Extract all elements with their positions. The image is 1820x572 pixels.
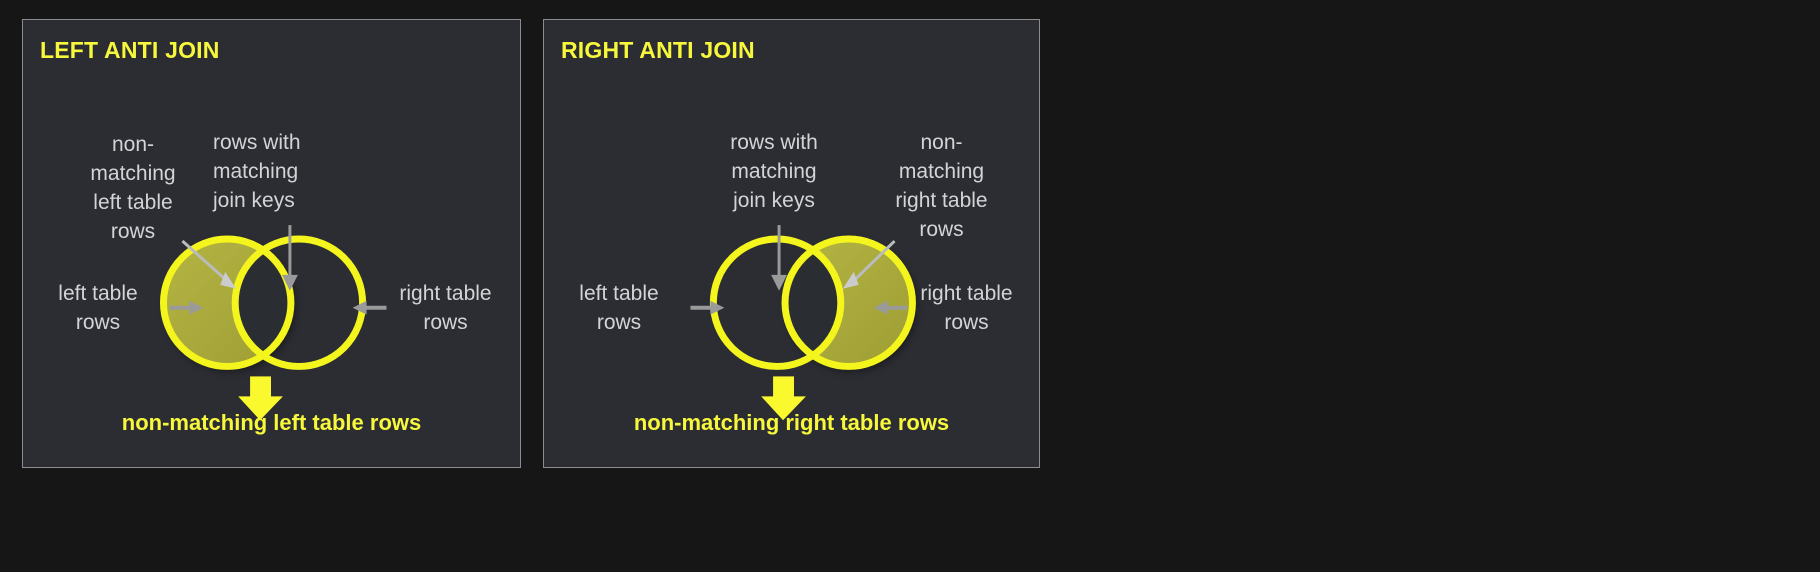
panel-title-right: RIGHT ANTI JOIN — [561, 37, 755, 63]
pointer-matching-keys — [281, 225, 298, 291]
label-left-table-rows: left table rows — [579, 282, 659, 334]
venn-circle-right — [781, 235, 916, 370]
panel-right-anti-join: RIGHT ANTI JOIN — [543, 19, 1040, 468]
label-nonmatching-left-table-rows: non- matching left table rows — [90, 133, 176, 243]
result-arrow-down — [761, 376, 806, 421]
caption-right-anti-join-result: non-matching right table rows — [633, 410, 950, 435]
label-left-table-rows: left table rows — [58, 282, 138, 334]
label-rows-with-matching-join-keys: rows with matching join keys — [213, 131, 301, 212]
pointer-matching-keys — [771, 225, 788, 291]
venn-diagram-left — [159, 225, 387, 421]
label-rows-with-matching-join-keys: rows with matching join keys — [730, 131, 818, 212]
venn-diagram-right — [690, 225, 916, 421]
venn-fill-right-only — [785, 239, 913, 367]
venn-circle-left — [159, 235, 295, 370]
panel-left-anti-join: LEFT ANTI JOIN — [22, 19, 521, 468]
venn-fill-left-only — [163, 239, 291, 367]
panel-title-left: LEFT ANTI JOIN — [40, 37, 220, 63]
label-right-table-rows: right table rows — [399, 282, 492, 334]
pointer-left-table-rows — [690, 300, 725, 315]
label-nonmatching-right-table-rows: non- matching right table rows — [895, 131, 988, 241]
pointer-left-table-rows — [169, 300, 204, 315]
caption-left-anti-join-result: non-matching left table rows — [121, 410, 422, 435]
result-arrow-down — [238, 376, 283, 421]
pointer-right-table-rows — [873, 300, 908, 315]
pointer-nonmatching-right — [842, 239, 896, 289]
label-right-table-rows: right table rows — [920, 282, 1013, 334]
pointer-nonmatching-left — [181, 239, 237, 289]
pointer-right-table-rows — [352, 300, 387, 315]
